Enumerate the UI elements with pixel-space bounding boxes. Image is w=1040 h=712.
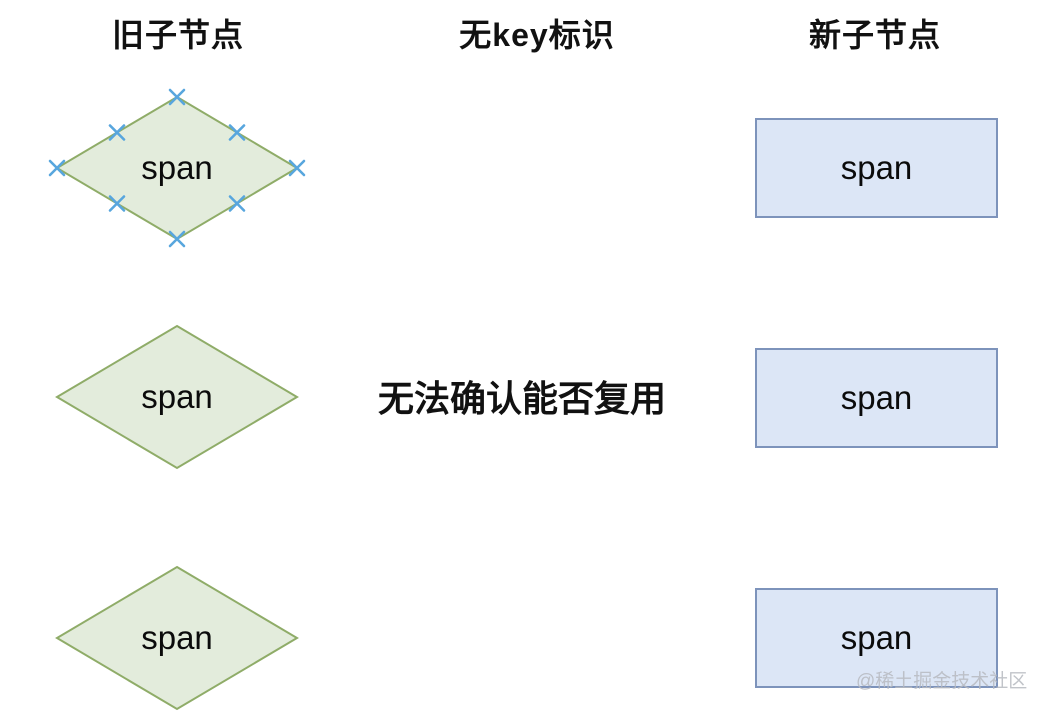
column-header-new-children: 新子节点 — [808, 17, 941, 53]
old-child-node-3[interactable]: span — [47, 557, 307, 712]
new-child-node-2[interactable]: span — [755, 348, 998, 448]
node-label: span — [840, 149, 913, 186]
column-header-old-children: 旧子节点 — [111, 17, 244, 53]
selection-handle-icon[interactable] — [108, 124, 126, 141]
selection-handle-icon[interactable] — [228, 124, 246, 141]
selection-handle-icon[interactable] — [48, 159, 66, 177]
watermark: @稀土掘金技术社区 — [856, 671, 1028, 692]
diamond-shape[interactable] — [55, 324, 299, 470]
diamond-shape[interactable] — [55, 95, 299, 241]
selection-handle-icon[interactable] — [228, 195, 246, 212]
selection-handle-icon[interactable] — [288, 159, 306, 177]
selection-handle-icon[interactable] — [168, 88, 186, 106]
selection-handle-icon[interactable] — [108, 195, 126, 212]
old-child-node-1[interactable]: span — [47, 87, 307, 249]
new-child-node-1[interactable]: span — [755, 118, 998, 218]
diamond-shape[interactable] — [55, 565, 299, 711]
column-header-no-key: 无key标识 — [459, 17, 615, 53]
selection-handles[interactable] — [48, 88, 306, 248]
old-child-node-2[interactable]: span — [47, 316, 307, 478]
node-label: span — [840, 379, 913, 416]
selection-handle-icon[interactable] — [168, 230, 186, 248]
annotation-cannot-confirm-reuse: 无法确认能否复用 — [377, 378, 666, 419]
